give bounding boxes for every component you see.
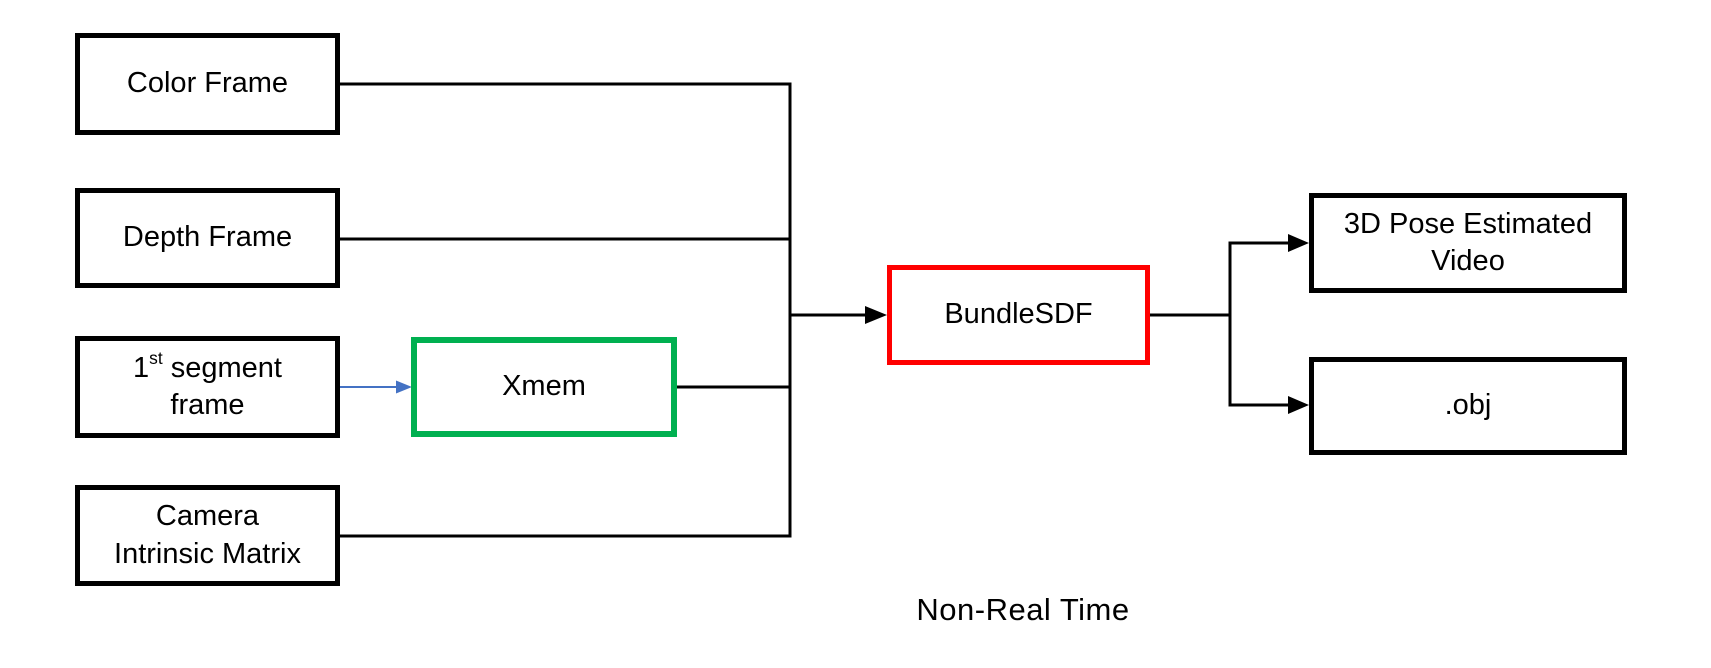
bundlesdf-label: BundleSDF [944,298,1093,331]
diagram-caption: Non-Real Time [916,592,1130,627]
camera-matrix-label-line1: Camera [155,500,260,533]
first-segment-frame-label-line1: 1st segment [133,347,282,384]
color-frame-node: Color Frame [75,33,340,135]
segment-to-xmem-arrowhead [396,380,412,394]
depth-frame-node: Depth Frame [75,188,340,288]
pose-video-label-line2: Video [1431,245,1505,277]
first-segment-frame-label-line2: frame [170,389,245,421]
obj-label: .obj [1444,389,1492,422]
depth-frame-label: Depth Frame [122,221,293,254]
color-frame-label: Color Frame [126,67,289,100]
first-segment-frame-node: 1st segment frame [75,336,340,438]
camera-intrinsic-matrix-node: Camera Intrinsic Matrix [75,485,340,586]
pose-estimated-video-node: 3D Pose Estimated Video [1309,193,1627,293]
camera-matrix-label-line2: Intrinsic Matrix [114,537,301,570]
pose-video-label-line1: 3D Pose Estimated [1343,207,1593,240]
bundlesdf-node: BundleSDF [887,265,1150,365]
bundlesdf-arrowhead [865,306,887,324]
xmem-node: Xmem [411,337,677,437]
xmem-label: Xmem [502,370,586,403]
ordinal-superscript: st [149,347,163,368]
pose-video-arrowhead [1288,234,1309,252]
obj-arrowhead [1288,396,1309,414]
obj-output-node: .obj [1309,357,1627,455]
